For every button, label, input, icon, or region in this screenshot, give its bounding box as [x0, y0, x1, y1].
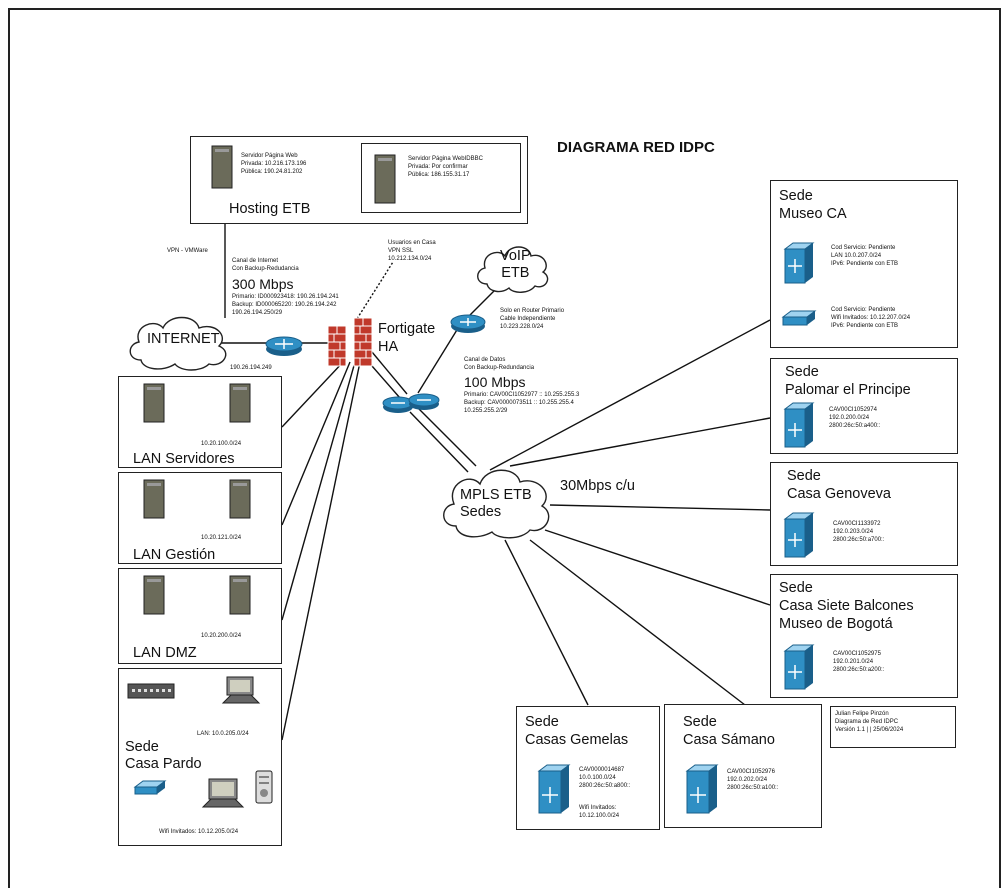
- lan-gestion-label: LAN Gestión: [133, 547, 216, 563]
- server-icon: [229, 479, 251, 519]
- switch-icon: [685, 764, 719, 814]
- voip-router-info: Solo en Router Primario Cable Independie…: [500, 308, 565, 330]
- lan-gestion-ip: 10.20.121.0/24: [201, 535, 242, 541]
- vpn-vmware-label: VPN - VMWare: [167, 248, 208, 254]
- server-icon: [229, 383, 251, 423]
- site-palomar-info: CAV00CI1052974 192.0.200.0/24 2800:26c:5…: [829, 407, 881, 429]
- diagram-frame: [8, 8, 1001, 888]
- site-museo-ca-info2: Cod Servicio: Pendiente Wifi Invitados: …: [831, 307, 911, 329]
- site-gemelas-wifi: Wifi Invitados: 10.12.100.0/24: [579, 805, 620, 819]
- hosting-server2-box: Servidor Página WebIDBBC Privada: Por co…: [361, 143, 521, 213]
- internet-label: INTERNET: [147, 331, 220, 347]
- data-channel-header: Canal de Datos Con Backup-Redundancia: [464, 357, 535, 371]
- site-palomar-label: Sede Palomar el Principe: [785, 364, 911, 399]
- link-firewall-casa-pardo: [281, 361, 361, 741]
- internet-channel-header: Canal de Internet Con Backup-Redudancia: [232, 258, 299, 272]
- hosting-label: Hosting ETB: [229, 201, 311, 217]
- casa-pardo-box: LAN: 10.0.205.0/24 Sede Casa Pardo Wifi …: [118, 668, 282, 846]
- site-genoveva-box: Sede Casa Genoveva CAV00CI1133972 192.0.…: [770, 462, 958, 566]
- lan-dmz-label: LAN DMZ: [133, 645, 197, 661]
- casa-pardo-wifi: Wifi Invitados: 10.12.205.0/24: [159, 829, 239, 835]
- hosting-server1-info: Servidor Página Web Privada: 10.216.173.…: [241, 153, 307, 175]
- router-icon: [450, 314, 486, 333]
- lan-dmz-box: 10.20.200.0/24 LAN DMZ: [118, 568, 282, 664]
- switch-icon: [783, 402, 815, 448]
- lan-dmz-ip: 10.20.200.0/24: [201, 633, 242, 639]
- diagram-title: DIAGRAMA RED IDPC: [557, 139, 715, 156]
- link-mpls-siete-balcones: [544, 529, 771, 606]
- link-firewall-lan-servidores: [281, 359, 346, 428]
- computer-icon: [221, 676, 261, 704]
- internet-channel-details: Primario: ID000923418: 190.26.194.241 Ba…: [232, 294, 339, 316]
- server-icon: [143, 479, 165, 519]
- internet-channel-speed: 300 Mbps: [232, 276, 294, 292]
- phone-icon: [255, 770, 273, 804]
- site-gemelas-info: CAV0000014687 10.0.100.0/24 2800:26c:50:…: [579, 767, 631, 789]
- server-icon: [211, 145, 233, 189]
- switch-icon: [783, 512, 815, 558]
- link-mpls-palomar: [509, 417, 771, 467]
- router-icon: [382, 393, 440, 413]
- site-samano-info: CAV00CI1052976 192.0.202.0/24 2800:26c:5…: [727, 769, 779, 791]
- cloud-icon: [129, 316, 227, 371]
- server-icon: [143, 575, 165, 615]
- hosting-server2-info: Servidor Página WebIDBBC Privada: Por co…: [408, 156, 483, 178]
- hosting-etb-box: Servidor Página Web Privada: 10.216.173.…: [190, 136, 528, 224]
- link-mpls-samano: [529, 539, 746, 706]
- internet-ip: 190.26.194.249: [230, 365, 272, 371]
- data-channel-details: Primario: CAV00CI1052977 :: 10.255.255.3…: [464, 392, 580, 414]
- lan-servidores-ip: 10.20.100.0/24: [201, 441, 242, 447]
- credit-text: Julian Felipe Pinzón Diagrama de Red IDP…: [835, 711, 904, 733]
- link-mpls-genoveva: [549, 504, 771, 511]
- casa-pardo-label: Sede Casa Pardo: [125, 739, 202, 773]
- site-siete-balcones-info: CAV00CI1052975 192.0.201.0/24 2800:26c:5…: [833, 651, 885, 673]
- router-icon: [265, 336, 303, 356]
- credit-box: Julian Felipe Pinzón Diagrama de Red IDP…: [830, 706, 956, 748]
- computer-icon: [201, 778, 245, 808]
- cloud-icon: [477, 246, 549, 293]
- link-core-mpls: [409, 411, 469, 473]
- site-genoveva-label: Sede Casa Genoveva: [787, 468, 891, 503]
- site-samano-label: Sede Casa Sámano: [683, 714, 775, 749]
- link-vpn-users: [354, 261, 394, 323]
- site-museo-ca-label: Sede Museo CA: [779, 188, 847, 223]
- site-siete-balcones-label: Sede Casa Siete Balcones Museo de Bogotá: [779, 580, 914, 633]
- voip-label: VoIP ETB: [500, 248, 531, 282]
- casa-pardo-lan: LAN: 10.0.205.0/24: [197, 731, 249, 737]
- switch-icon: [127, 683, 175, 699]
- server-icon: [374, 154, 396, 204]
- mpls-speed: 30Mbps c/u: [560, 478, 635, 494]
- firewall-icon: [327, 317, 373, 367]
- site-genoveva-info: CAV00CI1133972 192.0.203.0/24 2800:26c:5…: [833, 521, 885, 543]
- site-museo-ca-box: Sede Museo CA Cod Servicio: Pendiente LA…: [770, 180, 958, 348]
- firewall-label: Fortigate HA: [378, 321, 436, 356]
- wifi-ap-icon: [133, 780, 167, 795]
- link-core-voip-router: [417, 324, 461, 394]
- lan-gestion-box: 10.20.121.0/24 LAN Gestión: [118, 472, 282, 564]
- server-icon: [143, 383, 165, 423]
- wifi-ap-icon: [781, 310, 817, 326]
- link-mpls-museo-ca: [489, 319, 771, 471]
- data-channel-speed: 100 Mbps: [464, 374, 526, 390]
- site-palomar-box: Sede Palomar el Principe CAV00CI1052974 …: [770, 358, 958, 454]
- server-icon: [229, 575, 251, 615]
- vpn-users-info: Usuarios en Casa VPN SSL 10.212.134.0/24: [388, 240, 436, 262]
- lan-servidores-label: LAN Servidores: [133, 451, 235, 467]
- mpls-label: MPLS ETB Sedes: [460, 487, 532, 521]
- link-firewall-lan-gestion: [281, 361, 351, 526]
- site-gemelas-box: Sede Casas Gemelas CAV0000014687 10.0.10…: [516, 706, 660, 830]
- switch-icon: [783, 644, 815, 690]
- lan-servidores-box: 10.20.100.0/24 LAN Servidores: [118, 376, 282, 468]
- site-gemelas-label: Sede Casas Gemelas: [525, 714, 629, 749]
- site-siete-balcones-box: Sede Casa Siete Balcones Museo de Bogotá…: [770, 574, 958, 698]
- switch-icon: [537, 764, 571, 814]
- link-firewall-lan-dmz: [281, 361, 356, 621]
- switch-icon: [783, 242, 815, 284]
- site-museo-ca-info1: Cod Servicio: Pendiente LAN 10.0.207.0/2…: [831, 245, 899, 267]
- site-samano-box: Sede Casa Sámano CAV00CI1052976 192.0.20…: [664, 704, 822, 828]
- cloud-icon: [443, 469, 550, 539]
- link-mpls-gemelas: [504, 539, 589, 706]
